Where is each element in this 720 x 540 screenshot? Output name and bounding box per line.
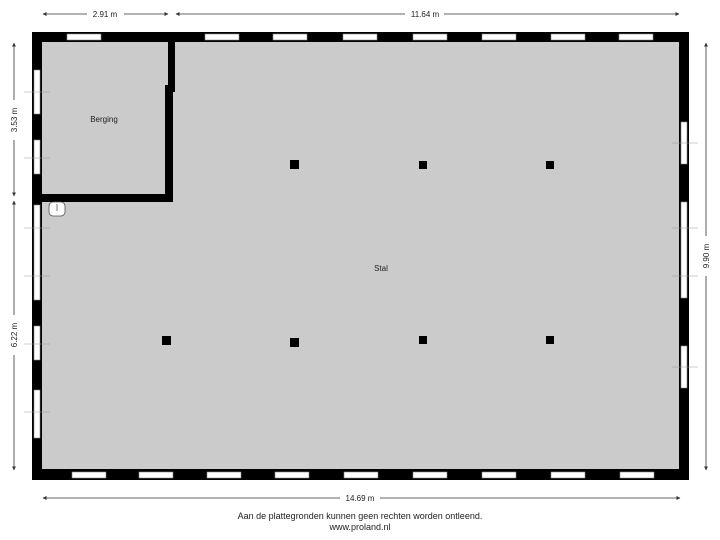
- dimension-top-right: 11.64 m: [411, 10, 440, 19]
- columns: [162, 160, 554, 347]
- dimension-top-left: 2.91 m: [93, 10, 118, 19]
- storage-walls: [42, 42, 175, 202]
- dimension-left-upper: 3.53 m: [10, 107, 19, 132]
- dimension-left-lower: 6.22 m: [10, 322, 19, 347]
- right-windows: [680, 121, 688, 389]
- column: [546, 336, 554, 344]
- dimension-right-total: 9.90 m: [702, 243, 711, 268]
- column: [419, 336, 427, 344]
- column: [162, 336, 171, 345]
- room-label-barn: Stal: [374, 264, 388, 273]
- bottom-windows: [71, 471, 655, 479]
- top-windows: [66, 33, 654, 41]
- column: [290, 338, 299, 347]
- room-label-storage: Berging: [90, 115, 118, 124]
- footer-disclaimer: Aan de plattegronden kunnen geen rechten…: [237, 511, 483, 521]
- barn-floor: [42, 42, 679, 469]
- window-ticks: [24, 91, 698, 413]
- column: [546, 161, 554, 169]
- column: [419, 161, 427, 169]
- column: [290, 160, 299, 169]
- dimension-bottom-total: 14.69 m: [346, 494, 375, 503]
- footer-website[interactable]: www.proland.nl: [329, 522, 391, 532]
- storage-door: [48, 201, 66, 217]
